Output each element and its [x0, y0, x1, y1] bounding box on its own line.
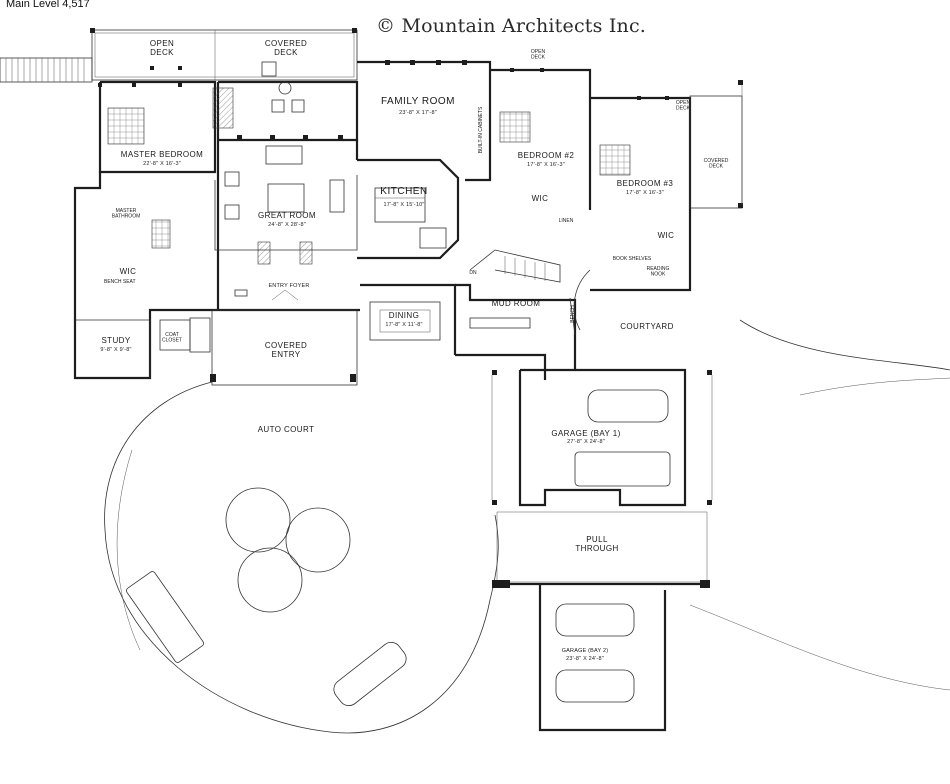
label-kitchen: KITCHEN [380, 186, 427, 197]
label-auto-court: AUTO COURT [258, 425, 315, 434]
deck-outline-top [90, 28, 358, 81]
courtyard-arc [573, 269, 591, 331]
label-bedroom-3: BEDROOM #3 [617, 179, 674, 188]
tree-1 [225, 487, 291, 553]
furniture-covered-deck [261, 61, 305, 165]
covered-entry-outline [210, 289, 358, 386]
right-covered-deck-outline [689, 80, 743, 209]
label-book-shelves: BOOK SHELVES [613, 256, 652, 262]
car-auto-court [333, 641, 407, 707]
label-garage-bay-2: GARAGE (BAY 2) [562, 648, 609, 654]
interior-stairs [469, 249, 561, 283]
label-bedroom-2: BEDROOM #2 [518, 151, 575, 160]
dining-table [369, 301, 441, 341]
bedroom3-closet-tile [599, 144, 631, 176]
exterior-stairs-left [0, 57, 93, 83]
mud-room-walls [455, 283, 577, 370]
level-label: Main Level 4,517 [6, 0, 90, 10]
driveway-curve [799, 377, 950, 396]
dims-great-room: 24'-8" X 28'-8" [268, 222, 306, 228]
dims-bedroom-3: 17'-8" X 16'-3" [626, 190, 664, 196]
pull-through [492, 511, 710, 588]
garage-bay-2 [510, 582, 700, 732]
copyright-notice: © Mountain Architects Inc. [376, 15, 647, 37]
dims-kitchen: 17'-8" X 15'-10" [383, 202, 424, 208]
label-mud-room: MUD ROOM [492, 299, 541, 308]
fireplace-master [212, 87, 234, 129]
car-garage2-a [555, 603, 635, 637]
label-bench-seat: BENCH SEAT [104, 279, 136, 285]
car-garage2-b [555, 669, 635, 703]
truck-garage1 [574, 451, 671, 487]
auto-court [104, 381, 499, 734]
label-bench: BENCH [570, 305, 576, 323]
dims-garage-bay-2: 23'-8" X 24'-8" [566, 656, 604, 662]
dims-family-room: 23'-8" X 17'-8" [399, 110, 437, 116]
dims-bedroom-2: 17'-8" X 16'-3" [527, 162, 565, 168]
deck-posts [98, 60, 669, 140]
master-shower-tile [151, 219, 171, 249]
label-dining: DINING [389, 311, 419, 320]
dims-study: 9'-8" X 9'-8" [100, 347, 131, 353]
label-courtyard: COURTYARD [620, 322, 674, 331]
dims-garage-bay-1: 27'-8" X 24'-8" [567, 439, 605, 445]
label-garage-bay-1: GARAGE (BAY 1) [551, 429, 620, 438]
furniture-great-room [224, 171, 345, 297]
master-closet-tile [107, 107, 145, 145]
tree-3 [237, 547, 303, 613]
tree-2 [285, 507, 351, 573]
bedroom2-closet-tile [499, 111, 531, 143]
label-wic-b2: WIC [532, 194, 549, 203]
study-walls [75, 317, 211, 378]
truck-auto-court [126, 571, 204, 663]
dims-master-bedroom: 22'-8" X 16'-3" [143, 161, 181, 167]
label-linen: LINEN [559, 218, 574, 224]
label-stair-dn: DN [469, 270, 477, 276]
label-wic-b3: WIC [658, 231, 675, 240]
garage-bay-1 [491, 368, 713, 507]
dims-dining: 17'-8" X 11'-8" [385, 322, 422, 328]
kitchen-outline [357, 158, 460, 260]
label-entry-foyer: ENTRY FOYER [268, 283, 309, 289]
label-wic-master: WIC [120, 267, 137, 276]
site-boundary-lower [689, 604, 950, 691]
fireplace-great-room [257, 241, 313, 265]
label-built-in-cabinets: BUILT-IN CABINETS [478, 106, 484, 153]
label-study: STUDY [101, 336, 130, 345]
label-family-room: FAMILY ROOM [381, 96, 455, 107]
car-garage1 [587, 389, 669, 423]
site-boundary-right [739, 319, 950, 371]
label-great-room: GREAT ROOM [258, 211, 316, 220]
label-master-bedroom: MASTER BEDROOM [121, 150, 204, 159]
